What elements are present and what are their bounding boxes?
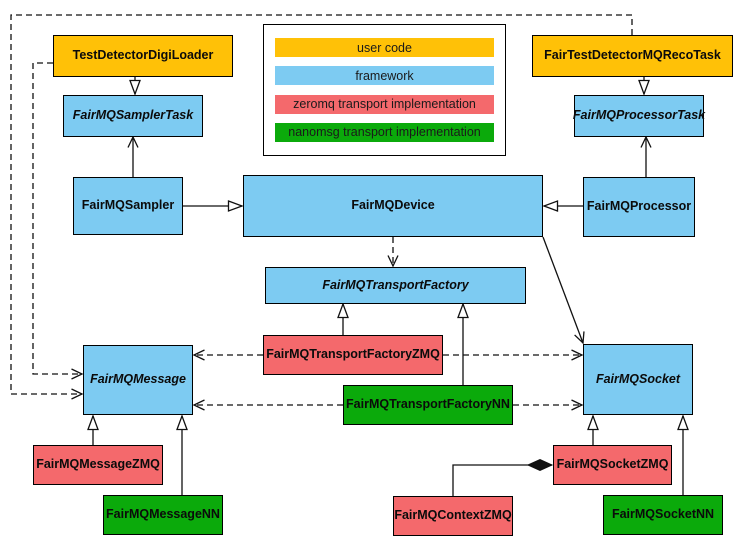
class-box-fairmqtransportfactoryzmq: FairMQTransportFactoryZMQ [263, 335, 443, 375]
edge-composition-contextzmq-socketzmq [452, 465, 552, 496]
class-box-fairmqtransportfactorynn: FairMQTransportFactoryNN [343, 385, 513, 425]
class-box-fairmqprocessortask: FairMQProcessorTask [573, 95, 705, 137]
class-box-fairmqsampler: FairMQSampler [73, 177, 183, 235]
legend-item-user-code: user code [275, 38, 494, 57]
class-box-fairmqprocessor: FairMQProcessor [583, 177, 695, 237]
class-box-fairmqtransportfactory: FairMQTransportFactory [265, 267, 526, 304]
class-box-fairmqmessagenn: FairMQMessageNN [103, 495, 223, 535]
class-box-fairmqmessage: FairMQMessage [83, 345, 193, 415]
edge-dependency-recotask-message [10, 14, 633, 400]
legend-item-nanomsg: nanomsg transport implementation [275, 122, 494, 142]
legend-item-label: user code [357, 40, 412, 55]
class-box-fairmqsocket: FairMQSocket [583, 344, 693, 415]
class-box-fairmqsocketzmq: FairMQSocketZMQ [553, 445, 672, 485]
class-box-testdetectordigiloader: TestDetectorDigiLoader [53, 35, 233, 77]
legend-item-label: zeromq transport implementation [293, 97, 476, 112]
legend-item-zeromq: zeromq transport implementation [275, 94, 494, 114]
class-box-fairtestdetectormqrecotask: FairTestDetectorMQRecoTask [532, 35, 733, 77]
class-box-fairmqmessagezmq: FairMQMessageZMQ [33, 445, 163, 485]
legend: user code framework zeromq transport imp… [263, 24, 506, 156]
edge-dependency-digiloader-message [32, 62, 84, 380]
class-box-fairmqsocketnn: FairMQSocketNN [603, 495, 723, 535]
edge-association-device-socket [542, 236, 585, 345]
legend-item-label: nanomsg transport implementation [288, 125, 481, 140]
legend-item-framework: framework [275, 66, 494, 86]
legend-item-label: framework [355, 68, 414, 83]
class-box-fairmqdevice: FairMQDevice [243, 175, 543, 237]
class-box-fairmqsamplertask: FairMQSamplerTask [63, 95, 203, 137]
class-box-fairmqcontextzmq: FairMQContextZMQ [393, 496, 513, 536]
